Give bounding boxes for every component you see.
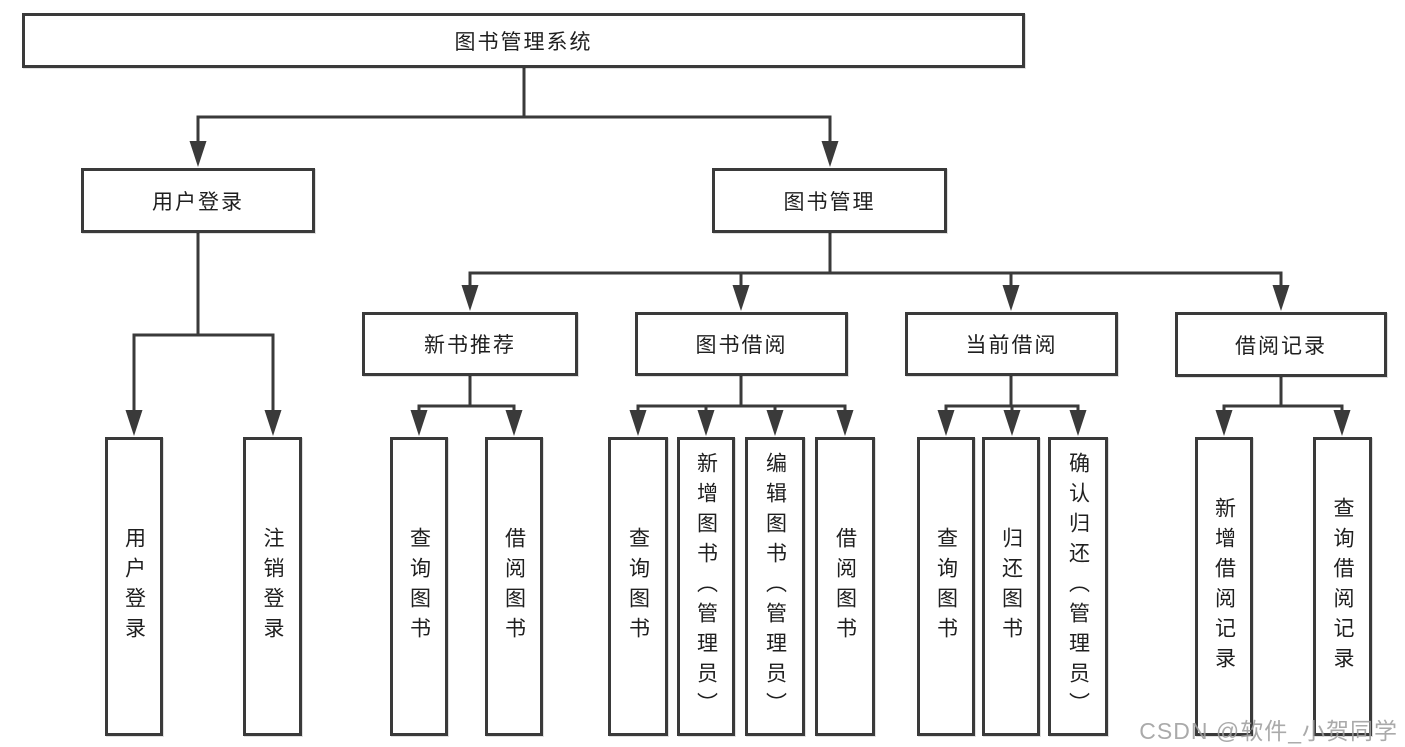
node-label: 用户登录: [122, 526, 146, 647]
node-label: 查询图书: [407, 526, 431, 647]
node-label: 注销登录: [261, 526, 284, 647]
leaf-query-books-recommend: 查询图书: [390, 437, 448, 736]
leaf-borrow-books-recommend: 借阅图书: [485, 437, 543, 736]
node-label: 新书推荐: [424, 334, 516, 357]
node-label: 查询图书: [934, 526, 958, 647]
node-label: 确认归还（管理员）: [1066, 451, 1090, 722]
leaf-user-login: 用户登录: [105, 437, 163, 736]
current-borrow-box: 当前借阅: [905, 312, 1118, 376]
node-label: 借阅图书: [833, 526, 857, 647]
csdn-watermark: CSDN @软件_小贺同学: [1139, 718, 1398, 744]
leaf-borrow-books-borrow: 借阅图书: [815, 437, 875, 736]
leaf-logout: 注销登录: [243, 437, 302, 736]
book-management-box: 图书管理: [712, 168, 947, 233]
node-label: 查询图书: [626, 526, 650, 647]
node-label: 借阅记录: [1235, 334, 1327, 358]
leaf-query-books-current: 查询图书: [917, 437, 975, 736]
node-label: 新增借阅记录: [1212, 496, 1236, 677]
node-label: 图书管理: [783, 190, 876, 214]
leaf-edit-book-admin: 编辑图书（管理员）: [745, 437, 805, 736]
system-root-box: 图书管理系统: [22, 13, 1025, 68]
leaf-return-book: 归还图书: [982, 437, 1040, 736]
node-label: 新增图书（管理员）: [694, 451, 718, 722]
leaf-add-book-admin: 新增图书（管理员）: [677, 437, 735, 736]
user-login-box: 用户登录: [81, 168, 315, 233]
node-label: 查询借阅记录: [1331, 496, 1354, 677]
node-label: 当前借阅: [965, 334, 1058, 357]
leaf-confirm-return-admin: 确认归还（管理员）: [1048, 437, 1108, 736]
new-book-recommend-box: 新书推荐: [362, 312, 578, 376]
leaf-add-borrow-record: 新增借阅记录: [1195, 437, 1253, 736]
leaf-query-books-borrow: 查询图书: [608, 437, 668, 736]
node-label: 编辑图书（管理员）: [763, 451, 787, 722]
borrow-record-box: 借阅记录: [1175, 312, 1387, 377]
leaf-query-borrow-record: 查询借阅记录: [1313, 437, 1372, 736]
node-label: 借阅图书: [502, 526, 526, 647]
node-label: 用户登录: [152, 190, 244, 214]
book-borrow-box: 图书借阅: [635, 312, 848, 376]
node-label: 图书管理系统: [454, 30, 593, 54]
node-label: 图书借阅: [695, 334, 788, 357]
node-label: 归还图书: [999, 526, 1023, 647]
